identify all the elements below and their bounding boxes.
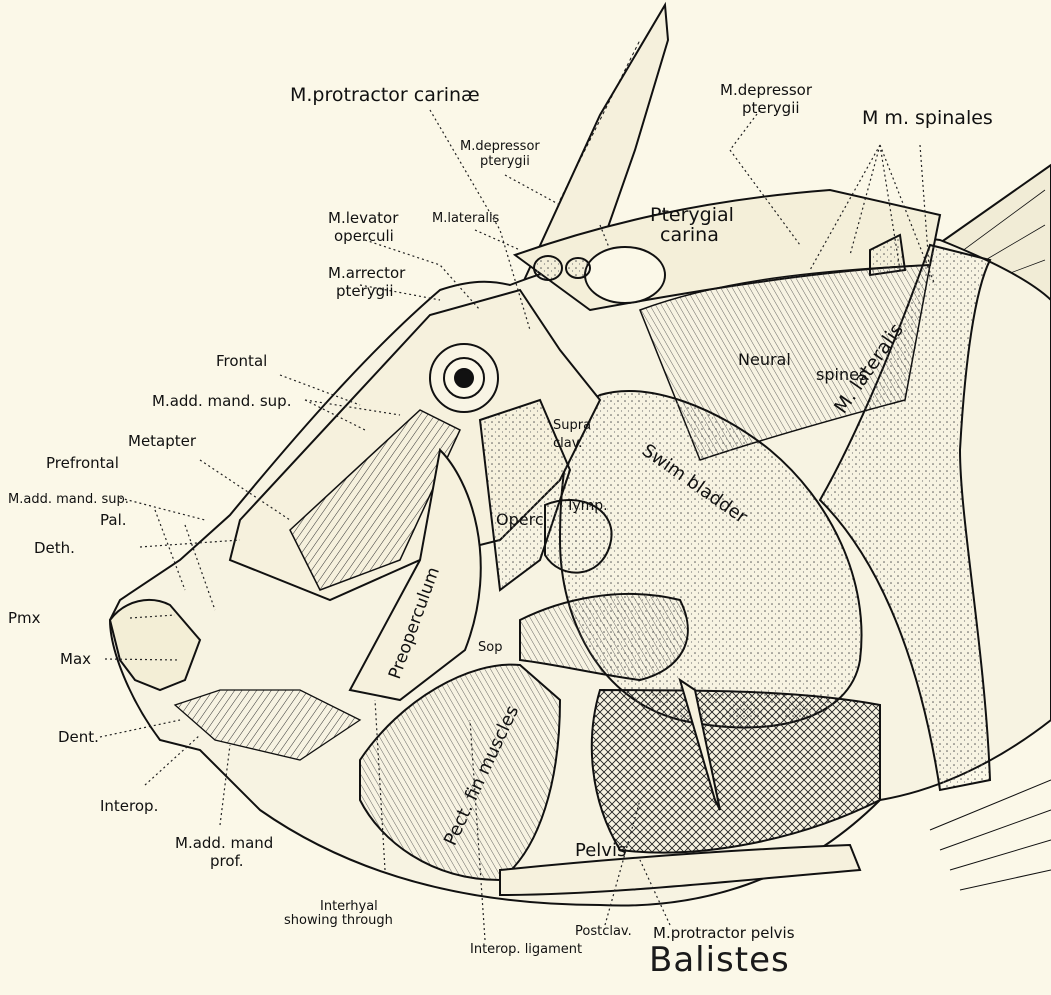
label-interop: Interop. [100, 798, 158, 814]
label-neural-spines-1: Neural [738, 350, 791, 369]
label-postclav: Postclav. [575, 925, 632, 939]
label-depressor-pterygii-top-2: pterygii [742, 100, 800, 116]
label-add-mand-prof-2: prof. [210, 853, 244, 869]
label-depressor-pterygii-mid-1: M.depressor [460, 140, 540, 154]
label-add-mand-sup: M.add. mand. sup. [152, 393, 291, 409]
label-add-mand-sup-2: M.add. mand. sup. [8, 493, 129, 507]
label-pterygial-carina-1: Pterygial [650, 205, 734, 225]
label-interhyal-1: Interhyal [320, 900, 378, 914]
label-mm-spinales: M m. spinales [862, 108, 993, 128]
label-dent: Dent. [58, 729, 99, 745]
label-pal: Pal. [100, 512, 127, 528]
label-tymp: Tymp. [566, 498, 608, 514]
label-protractor-pelvis: M.protractor pelvis [653, 925, 795, 941]
label-add-mand-prof-1: M.add. mand [175, 835, 273, 851]
label-frontal: Frontal [216, 353, 267, 369]
label-interhyal-2: showing through [284, 914, 393, 928]
figure-caption: Balistes [649, 940, 790, 980]
label-m-lateralis-top: M.lateralis [432, 212, 499, 226]
label-depressor-pterygii-top-1: M.depressor [720, 82, 812, 98]
label-operc: Operc [496, 510, 544, 529]
label-pterygial-carina-2: carina [660, 225, 719, 245]
label-pmx: Pmx [8, 610, 41, 626]
label-levator-operculi-1: M.levator [328, 210, 398, 226]
label-max: Max [60, 651, 91, 667]
label-levator-operculi-2: operculi [334, 228, 394, 244]
label-arrector-pterygii-1: M.arrector [328, 265, 405, 281]
label-deth: Deth. [34, 540, 75, 556]
label-metapter: Metapter [128, 433, 196, 449]
label-supra-clav-2: clav. [553, 436, 583, 451]
label-supra-clav-1: Supra [553, 418, 591, 433]
label-sop: Sop [478, 640, 502, 655]
label-interop-ligament: Interop. ligament [470, 943, 582, 957]
label-depressor-pterygii-mid-2: pterygii [480, 155, 530, 169]
label-arrector-pterygii-2: pterygii [336, 283, 394, 299]
label-prefrontal: Prefrontal [46, 455, 119, 471]
label-protractor-carinae: M.protractor carinæ [290, 85, 480, 105]
label-pelvis: Pelvis [575, 840, 626, 861]
